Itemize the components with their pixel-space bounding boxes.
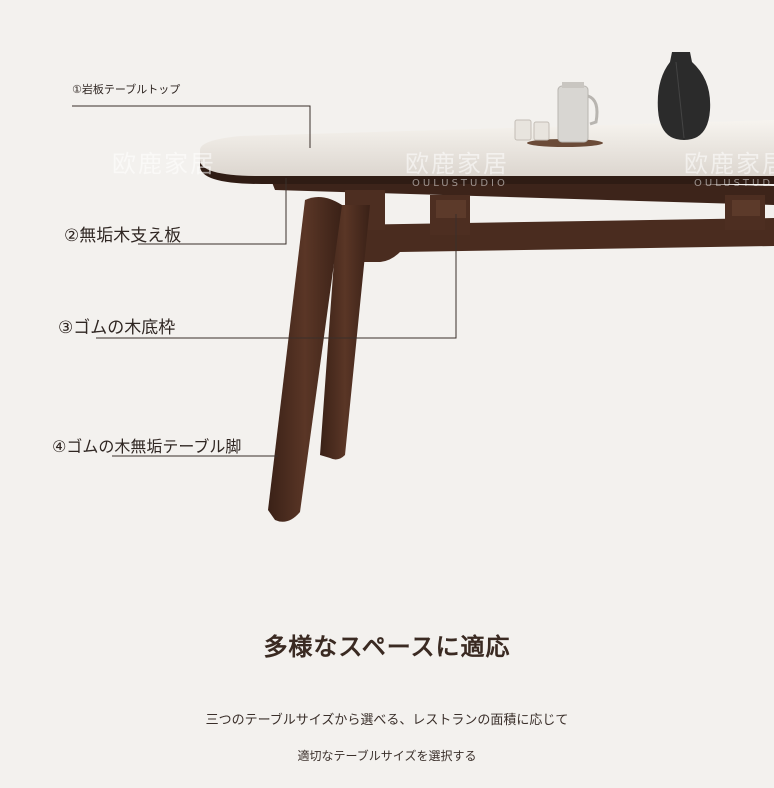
section-heading: 多様なスペースに適応 xyxy=(263,633,511,661)
callout-bottom-frame: ③ゴムの木底枠 xyxy=(58,318,176,338)
teapot-icon xyxy=(557,82,599,143)
watermark-brand: 欧鹿家居 xyxy=(112,150,216,178)
watermark-brand: 欧鹿家居 xyxy=(684,150,774,178)
watermark-brand: 欧鹿家居 xyxy=(405,150,509,178)
callout-support-board: ②無垢木支え板 xyxy=(64,226,182,246)
watermark-sub: OULUSTUDIO xyxy=(694,178,774,189)
watermark-sub: OULUSTUDIO xyxy=(412,178,508,189)
description-line-1: 三つのテーブルサイズから選べる、レストランの面積に応じて xyxy=(205,713,569,728)
vase-icon xyxy=(657,52,711,140)
callout-tabletop: ①岩板テーブルトップ xyxy=(72,83,181,96)
callout-table-leg: ④ゴムの木無垢テーブル脚 xyxy=(52,437,242,456)
description-line-2: 適切なテーブルサイズを選択する xyxy=(297,749,477,763)
glass-icon xyxy=(514,119,550,141)
